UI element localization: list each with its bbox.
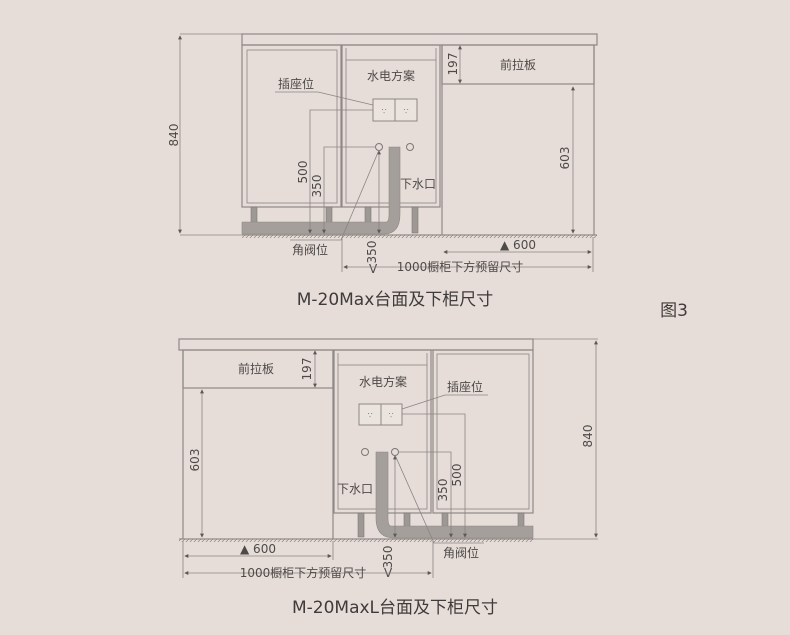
top-caption: M-20Max台面及下柜尺寸 xyxy=(297,290,494,310)
dim-drain-offset: 350 xyxy=(381,546,395,569)
front-panel-label: 前拉板 xyxy=(238,361,274,376)
dim-width: ▲ 600 xyxy=(500,238,536,252)
water-inlet xyxy=(361,448,369,456)
left-cabinet xyxy=(241,44,342,208)
floor-hatch xyxy=(179,539,533,542)
dim-socket: 500 xyxy=(450,464,464,487)
drain-label: 下水口 xyxy=(337,482,373,496)
front-panel-label: 前拉板 xyxy=(500,57,536,72)
front-panel xyxy=(441,44,595,85)
dim-reserve: 1000橱柜下方预留尺寸 xyxy=(240,565,367,580)
dim-socket: 500 xyxy=(296,161,310,184)
right-cabinet xyxy=(432,349,534,514)
cabinet-leg xyxy=(357,512,365,538)
valve-label: 角阀位 xyxy=(443,545,479,560)
dim-opening: 603 xyxy=(188,449,202,472)
cabinet-leg xyxy=(411,206,419,234)
dim-height: 840 xyxy=(167,124,181,147)
socket-box: ∵ ∵ xyxy=(358,403,403,426)
front-panel xyxy=(182,349,334,389)
dim-width: ▲ 600 xyxy=(240,542,276,556)
floor-hatch xyxy=(242,235,597,238)
plan-label: 水电方案 xyxy=(367,68,415,83)
svg-text:∵: ∵ xyxy=(381,107,386,116)
valve-label: 角阀位 xyxy=(292,242,328,257)
drain-pipe xyxy=(375,451,534,539)
socket-label: 插座位 xyxy=(447,379,483,394)
socket-label: 插座位 xyxy=(278,76,314,91)
svg-text:∵: ∵ xyxy=(388,411,393,420)
countertop xyxy=(241,33,598,46)
dim-valve: 350 xyxy=(310,175,324,198)
dim-drain-offset: 350 xyxy=(365,241,379,264)
water-inlet xyxy=(391,448,399,456)
dim-height: 840 xyxy=(581,425,595,448)
bottom-diagram: 前拉板 水电方案 ∵ ∵ 插座位 下水口 840 197 603 500 350… xyxy=(178,338,598,618)
countertop xyxy=(178,338,534,351)
dim-opening: 603 xyxy=(558,147,572,170)
socket-box: ∵ ∵ xyxy=(372,98,418,122)
svg-text:∵: ∵ xyxy=(367,411,372,420)
drain-pipe xyxy=(241,146,401,235)
dim-panel: 197 xyxy=(300,358,314,381)
dim-valve: 350 xyxy=(436,479,450,502)
dim-reserve: 1000橱柜下方预留尺寸 xyxy=(397,259,524,274)
water-inlet xyxy=(375,143,383,151)
svg-text:∵: ∵ xyxy=(403,107,408,116)
top-diagram: 前拉板 水电方案 ∵ ∵ 插座位 下水口 840 197 603 500 350… xyxy=(167,33,598,310)
figure-label: 图3 xyxy=(660,301,688,321)
water-inlet xyxy=(406,143,414,151)
dim-panel: 197 xyxy=(446,53,460,76)
plan-label: 水电方案 xyxy=(359,374,407,389)
drain-arrow: V xyxy=(369,262,378,276)
bottom-caption: M-20MaxL台面及下柜尺寸 xyxy=(292,598,498,618)
drain-label: 下水口 xyxy=(400,177,436,191)
